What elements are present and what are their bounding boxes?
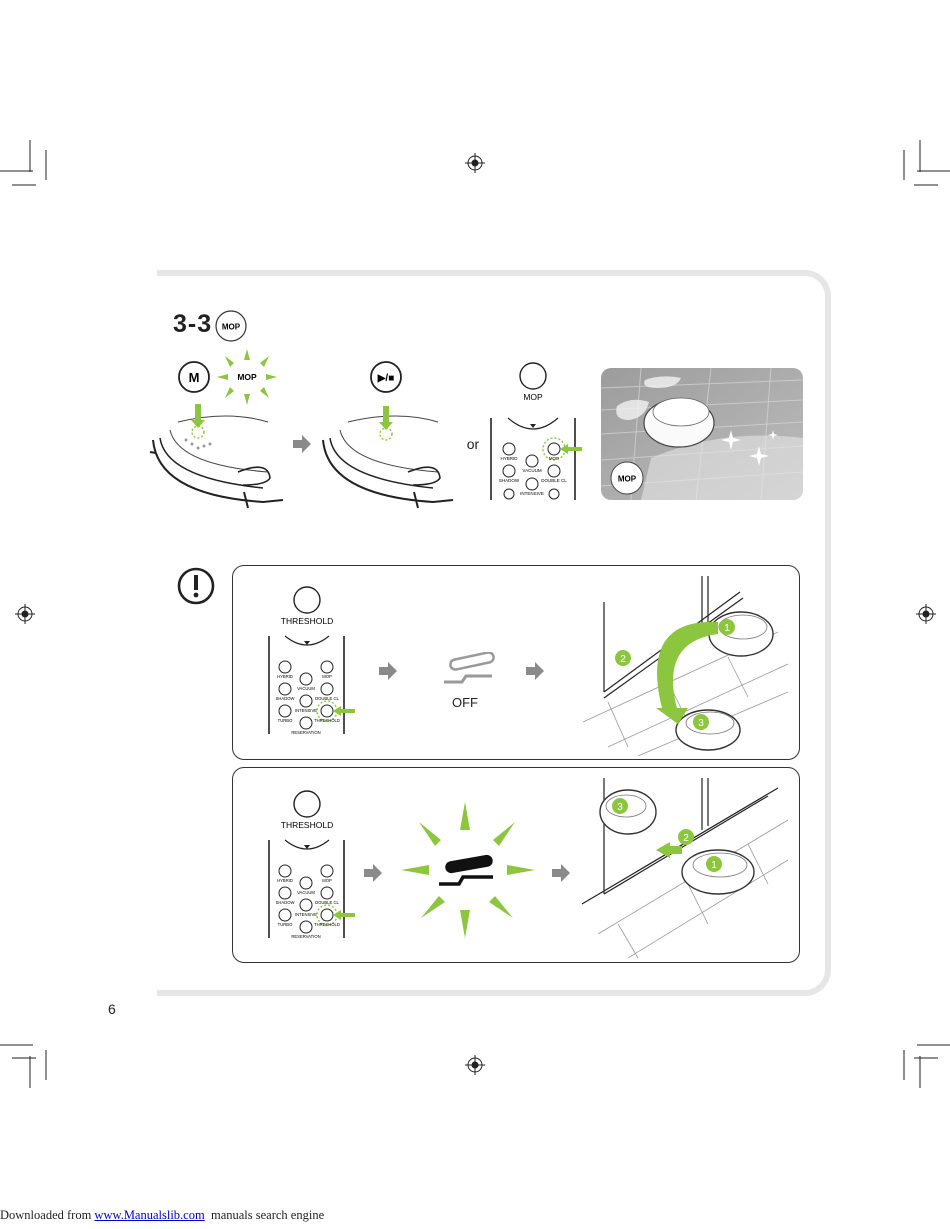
svg-text:HYBRID: HYBRID — [277, 878, 293, 883]
photo-mop-badge-icon — [610, 461, 644, 495]
svg-text:MOP: MOP — [322, 674, 332, 679]
photo-mop-badge-label: MOP — [618, 475, 637, 484]
footer-prefix: Downloaded from — [0, 1208, 95, 1222]
svg-text:DOUBLE CL: DOUBLE CL — [315, 900, 339, 905]
svg-text:DOUBLE CL: DOUBLE CL — [315, 696, 339, 701]
svg-text:VACUUM: VACUUM — [297, 890, 315, 895]
svg-text:TURBO: TURBO — [278, 922, 293, 927]
m-button-icon — [178, 361, 210, 393]
threshold-off-scene: 1 2 3 — [582, 576, 788, 756]
svg-text:1: 1 — [724, 623, 730, 634]
svg-text:RESERVATION: RESERVATION — [291, 730, 320, 735]
or-text: or — [466, 436, 480, 452]
svg-text:INTENSIVE: INTENSIVE — [295, 708, 317, 713]
svg-text:2: 2 — [620, 654, 626, 665]
footer-suffix: manuals search engine — [204, 1208, 325, 1222]
caution-icon — [177, 567, 215, 605]
svg-text:SHADOW: SHADOW — [499, 478, 520, 483]
threshold-on-panel: THRESHOLD HYBRID MOP VACUUM SHADOW DOUBL… — [232, 767, 800, 963]
svg-text:INTENSIVE: INTENSIVE — [295, 912, 317, 917]
footer: Downloaded from www.Manualslib.com manua… — [0, 1208, 324, 1223]
svg-text:TURBO: TURBO — [278, 718, 293, 723]
remote-panel1: THRESHOLD HYBRID MOP VACUUM SHADOW DOUBL… — [268, 586, 355, 735]
threshold-off-panel: THRESHOLD HYBRID MOP VACUUM SHADOW DOUBL… — [232, 565, 800, 760]
svg-text:THRESHOLD: THRESHOLD — [314, 718, 340, 723]
threshold-button-icon — [293, 790, 321, 818]
svg-text:INTENSIVE: INTENSIVE — [520, 491, 544, 496]
arrow-right-icon — [364, 864, 382, 882]
mop-badge-label: MOP — [222, 323, 241, 332]
robot-top-start-press: ▶/■ — [322, 361, 454, 509]
svg-text:3: 3 — [617, 802, 623, 813]
play-pause-button-icon — [370, 361, 402, 393]
robot-top-m-press: M — [149, 361, 284, 509]
svg-text:MOP: MOP — [322, 878, 332, 883]
threshold-label: THRESHOLD — [281, 616, 333, 626]
svg-text:SHADOW: SHADOW — [276, 696, 295, 701]
threshold-on-flash-icon — [401, 802, 535, 938]
off-label: OFF — [452, 695, 478, 710]
threshold-button-icon — [293, 586, 321, 614]
svg-text:MOP: MOP — [549, 456, 559, 461]
mop-flash-icon: MOP — [217, 349, 277, 405]
arrow-right-icon — [293, 435, 311, 453]
svg-text:1: 1 — [711, 860, 717, 871]
threshold-off-icon — [444, 652, 495, 684]
svg-text:DOUBLE CL: DOUBLE CL — [541, 478, 567, 483]
section-frame — [157, 270, 831, 996]
mop-floor-photo: MOP — [601, 368, 803, 500]
svg-text:HYBRID: HYBRID — [277, 674, 293, 679]
svg-text:2: 2 — [683, 833, 689, 844]
remote-panel2: THRESHOLD HYBRID MOP VACUUM SHADOW DOUBL… — [268, 790, 355, 939]
arrow-right-icon — [552, 864, 570, 882]
mop-badge-icon: MOP — [215, 310, 247, 342]
svg-text:VACUUM: VACUUM — [522, 468, 541, 473]
remote-top: MOP HYBRID MOP VACUUM SHADOW DOUBLE CL I… — [490, 362, 582, 500]
threshold-on-scene: 3 2 1 — [581, 778, 788, 958]
step-number: 3-3 — [173, 310, 213, 338]
svg-text:HYBRID: HYBRID — [500, 456, 518, 461]
svg-text:THRESHOLD: THRESHOLD — [314, 922, 340, 927]
svg-text:SHADOW: SHADOW — [276, 900, 295, 905]
mop-flash-label: MOP — [237, 372, 257, 382]
registration-target-icon — [15, 153, 936, 1075]
play-pause-label: ▶/■ — [377, 373, 395, 384]
manualslib-link[interactable]: www.Manualslib.com — [94, 1208, 205, 1222]
mop-remote-button-icon — [519, 362, 547, 390]
threshold-label: THRESHOLD — [281, 820, 333, 830]
svg-text:RESERVATION: RESERVATION — [291, 934, 320, 939]
remote-mop-label: MOP — [523, 392, 543, 402]
arrow-right-icon — [379, 662, 397, 680]
svg-text:3: 3 — [698, 718, 704, 729]
page-number: 6 — [108, 1001, 116, 1017]
m-button-label: M — [189, 370, 200, 385]
arrow-right-icon — [526, 662, 544, 680]
svg-text:VACUUM: VACUUM — [297, 686, 315, 691]
